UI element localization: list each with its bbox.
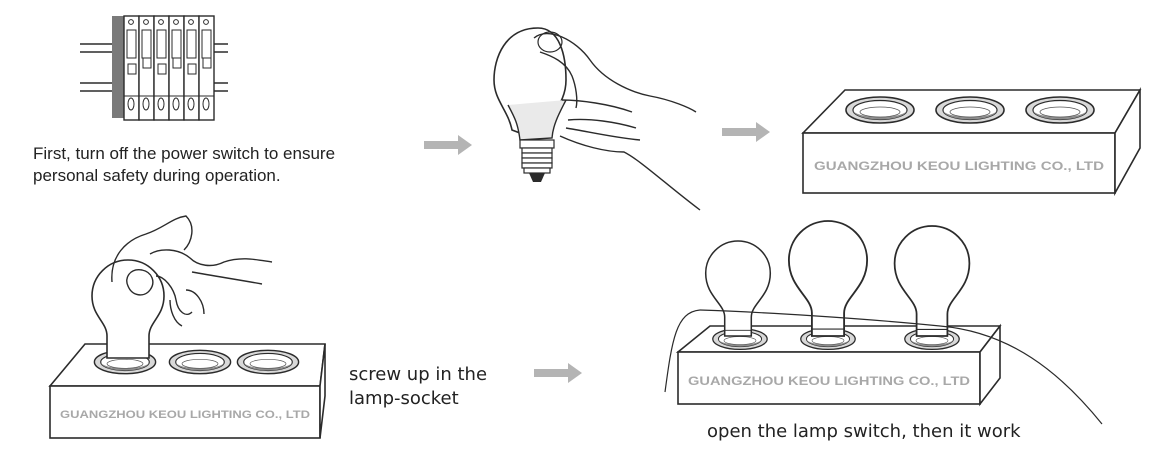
breaker-panel-icon [80, 15, 228, 121]
lit-lamps-icon: GUANGZHOU KEOU LIGHTING CO., LTD [664, 220, 1103, 425]
arrow-right-icon [534, 363, 582, 383]
step-4-caption-line: open the lamp switch, then it work [707, 421, 1021, 442]
step-4-caption: open the lamp switch, then it work [707, 420, 1021, 444]
step-3-caption-line: lamp-socket [349, 388, 459, 409]
hand-holding-bulb-icon [493, 27, 701, 211]
brand-label-box-3: GUANGZHOU KEOU LIGHTING CO., LTD [688, 374, 970, 388]
step-3-caption-line: screw up in the [349, 364, 488, 385]
step-1-caption-line: personal safety during operation. [33, 166, 281, 185]
brand-label-box-2: GUANGZHOU KEOU LIGHTING CO., LTD [60, 409, 310, 421]
hand-screwing-bulb-icon [91, 215, 273, 359]
step-1-caption-line: First, turn off the power switch to ensu… [33, 144, 336, 163]
step-1-caption: First, turn off the power switch to ensu… [33, 143, 335, 187]
socket-box-icon: GUANGZHOU KEOU LIGHTING CO., LTD [801, 87, 1142, 197]
brand-label-box-1: GUANGZHOU KEOU LIGHTING CO., LTD [814, 159, 1104, 173]
socket-box-icon: GUANGZHOU KEOU LIGHTING CO., LTD [48, 343, 326, 439]
arrow-right-icon [424, 135, 472, 155]
arrow-right-icon [722, 122, 770, 142]
step-3-caption: screw up in the lamp-socket [349, 363, 487, 411]
